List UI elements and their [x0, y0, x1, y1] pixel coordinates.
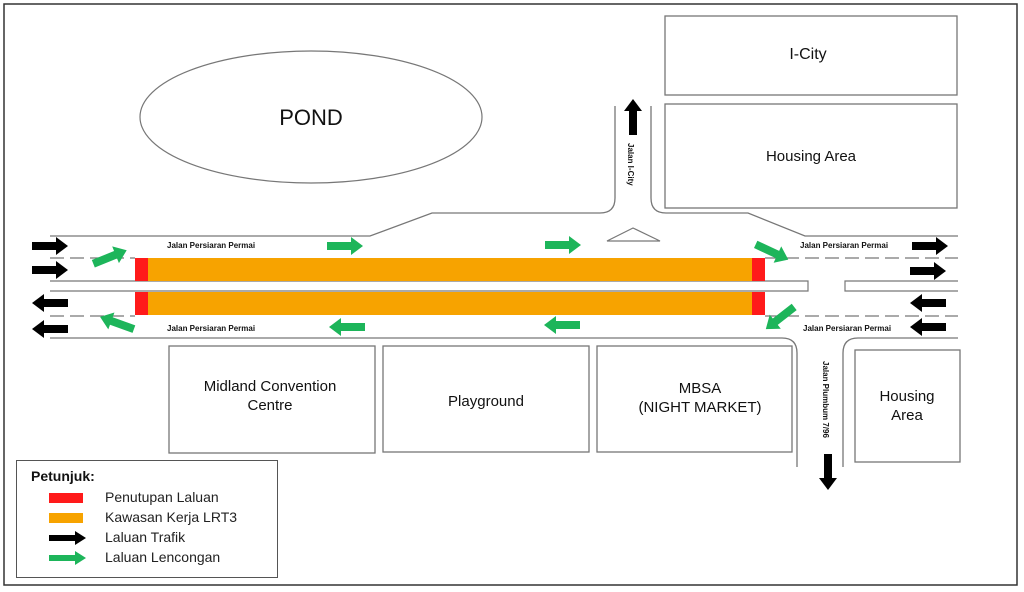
housing-south-label-1: Housing [879, 388, 934, 405]
road-label-north: Jalan I-City [626, 143, 635, 186]
legend-label: Laluan Lencongan [105, 549, 221, 565]
traffic-arrow-east [910, 262, 946, 280]
icity-label: I-City [789, 46, 826, 63]
road-label-main-south-west: Jalan Persiaran Permai [167, 324, 255, 333]
legend-title: Petunjuk: [31, 468, 95, 484]
traffic-island [606, 227, 661, 242]
detour-arrow [329, 318, 365, 336]
traffic-arrow-south [819, 454, 837, 490]
median-left [50, 280, 809, 292]
detour-arrow [545, 236, 581, 254]
pond-label: POND [279, 105, 343, 130]
detour-arrow [544, 316, 580, 334]
mbsa-block [596, 345, 793, 453]
lrt3-work-zone-north [148, 258, 752, 281]
housing-north-label: Housing Area [766, 148, 857, 165]
legend-item-detour-route: Laluan Lencongan [49, 548, 269, 568]
legend-label: Laluan Trafik [105, 529, 186, 545]
black-arrow-icon [49, 531, 86, 545]
detour-arrow [760, 299, 800, 337]
legend: Petunjuk: Penutupan Laluan Kawasan Kerja… [16, 460, 278, 578]
road-label-main-south-east: Jalan Persiaran Permai [803, 324, 891, 333]
legend-label: Kawasan Kerja LRT3 [105, 509, 238, 525]
median-right [844, 280, 958, 292]
legend-item-traffic-route: Laluan Trafik [49, 528, 269, 548]
playground-block [382, 345, 590, 453]
pond-shape [139, 50, 483, 184]
mbsa-label-2: (NIGHT MARKET) [638, 399, 761, 416]
lrt3-work-zone-south [148, 292, 752, 315]
traffic-arrow-west [910, 294, 946, 312]
map-frame [3, 3, 1018, 586]
detour-arrow [89, 241, 131, 273]
housing-north-block [664, 103, 958, 209]
icity-block [664, 15, 958, 96]
red-bar-icon [49, 493, 83, 503]
road-edge-south-left [50, 337, 798, 467]
playground-label: Playground [448, 393, 524, 410]
road-edge-south-right [842, 337, 958, 467]
orange-bar-icon [49, 513, 83, 523]
traffic-arrow-west [910, 318, 946, 336]
lane-closure-ne [752, 258, 765, 281]
legend-item-work-zone: Kawasan Kerja LRT3 [49, 508, 269, 528]
lane-closure-nw [135, 258, 148, 281]
road-edge-north-left [50, 106, 616, 237]
traffic-arrow-east [32, 261, 68, 279]
detour-arrow [327, 237, 363, 255]
midland-label-2: Centre [247, 397, 292, 414]
housing-south-label-2: Area [891, 407, 923, 424]
traffic-arrow-west [32, 320, 68, 338]
lane-closure-sw [135, 292, 148, 315]
road-label-main-north-west: Jalan Persiaran Permai [167, 241, 255, 250]
lane-closure-se [752, 292, 765, 315]
legend-label: Penutupan Laluan [105, 489, 219, 505]
midland-label-1: Midland Convention [204, 378, 337, 395]
traffic-arrow-east [912, 237, 948, 255]
road-label-south: Jalan Plumbum 7/96 [821, 361, 830, 438]
green-arrow-icon [49, 551, 86, 565]
road-label-main-north-east: Jalan Persiaran Permai [800, 241, 888, 250]
legend-item-closure: Penutupan Laluan [49, 488, 269, 508]
housing-south-block [854, 349, 961, 463]
traffic-arrow-north [624, 99, 642, 135]
traffic-arrow-west [32, 294, 68, 312]
traffic-arrow-east [32, 237, 68, 255]
road-edge-north-right [650, 106, 958, 237]
mbsa-label-1: MBSA [679, 380, 722, 397]
midland-block [168, 345, 376, 454]
detour-arrow [97, 308, 137, 338]
